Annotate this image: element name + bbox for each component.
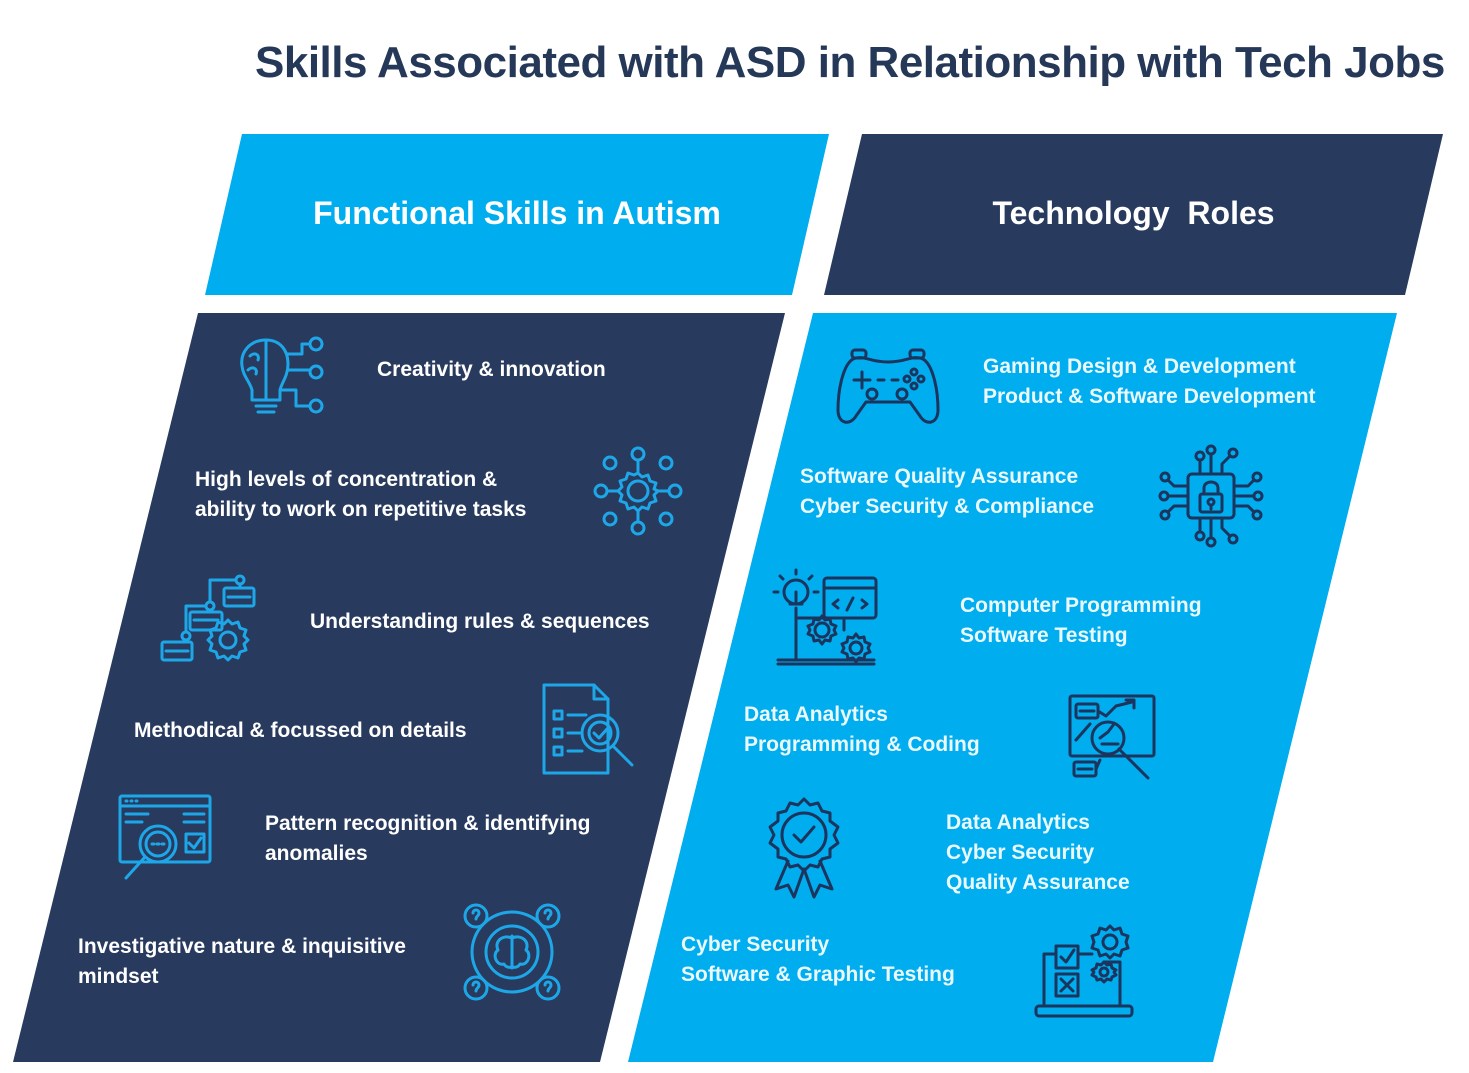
- skill-text: Understanding rules & sequences: [310, 610, 650, 633]
- role-text-line: Computer Programming: [960, 594, 1202, 617]
- role-text-line: Software Quality Assurance: [800, 465, 1079, 488]
- role-item: Computer Programming Software Testing: [960, 591, 1202, 651]
- role-text-line: Quality Assurance: [946, 871, 1130, 894]
- role-text-line: Cyber Security: [946, 841, 1095, 864]
- skill-text-line: ability to work on repetitive tasks: [195, 498, 527, 521]
- role-text-line: Gaming Design & Development: [983, 355, 1296, 378]
- skill-item: Creativity & innovation: [377, 355, 606, 385]
- right-header-shape: [824, 134, 1443, 295]
- document-checklist-magnifier-icon: [542, 683, 638, 775]
- analytics-magnifier-icon: [1066, 694, 1156, 782]
- role-item: Data Analytics Cyber Security Quality As…: [946, 808, 1130, 898]
- left-column-header: Functional Skills in Autism: [313, 195, 721, 231]
- brain-lightbulb-circuit-icon: [236, 334, 328, 420]
- code-lightbulb-gears-icon: [772, 568, 878, 670]
- role-text-line: Software Testing: [960, 624, 1128, 647]
- gear-network-icon: [593, 446, 683, 536]
- page-title: Skills Associated with ASD in Relationsh…: [255, 38, 1445, 87]
- role-text-line: Product & Software Development: [983, 385, 1316, 408]
- skill-text-line: Pattern recognition & identifying: [265, 812, 591, 835]
- skill-text-line: mindset: [78, 965, 159, 988]
- left-body-shape: [13, 313, 785, 1062]
- skill-item: High levels of concentration & ability t…: [195, 465, 526, 525]
- role-item: Software Quality Assurance Cyber Securit…: [800, 462, 1094, 522]
- skill-item: Investigative nature & inquisitive minds…: [78, 932, 406, 992]
- skill-text: Methodical & focussed on details: [134, 719, 467, 742]
- role-text-line: Software & Graphic Testing: [681, 963, 955, 986]
- role-text-line: Data Analytics: [946, 811, 1090, 834]
- skill-item: Methodical & focussed on details: [134, 716, 467, 746]
- skill-text-line: anomalies: [265, 842, 368, 865]
- role-text-line: Programming & Coding: [744, 733, 980, 756]
- laptop-checklist-gears-icon: [1034, 922, 1136, 1020]
- right-column-header: Technology Roles: [992, 195, 1275, 231]
- browser-magnifier-icon: [118, 794, 212, 886]
- role-text-line: Cyber Security & Compliance: [800, 495, 1095, 518]
- role-text-line: Cyber Security: [681, 933, 830, 956]
- flowchart-gear-icon: [160, 574, 256, 668]
- chip-lock-icon: [1158, 444, 1264, 548]
- skill-text: Creativity & innovation: [377, 358, 606, 381]
- role-item: Cyber Security Software & Graphic Testin…: [681, 930, 955, 990]
- role-item: Data Analytics Programming & Coding: [744, 700, 980, 760]
- quality-badge-icon: [764, 797, 844, 899]
- role-item: Gaming Design & Development Product & So…: [983, 352, 1316, 412]
- gamepad-icon: [836, 348, 940, 426]
- right-body-shape: [628, 313, 1397, 1062]
- skill-item: Understanding rules & sequences: [310, 607, 650, 637]
- skill-text-line: Investigative nature & inquisitive: [78, 935, 406, 958]
- left-header-shape: [205, 134, 829, 295]
- role-text-line: Data Analytics: [744, 703, 888, 726]
- brain-questions-icon: [462, 902, 562, 1002]
- skill-item: Pattern recognition & identifying anomal…: [265, 809, 591, 869]
- skill-text-line: High levels of concentration &: [195, 468, 498, 491]
